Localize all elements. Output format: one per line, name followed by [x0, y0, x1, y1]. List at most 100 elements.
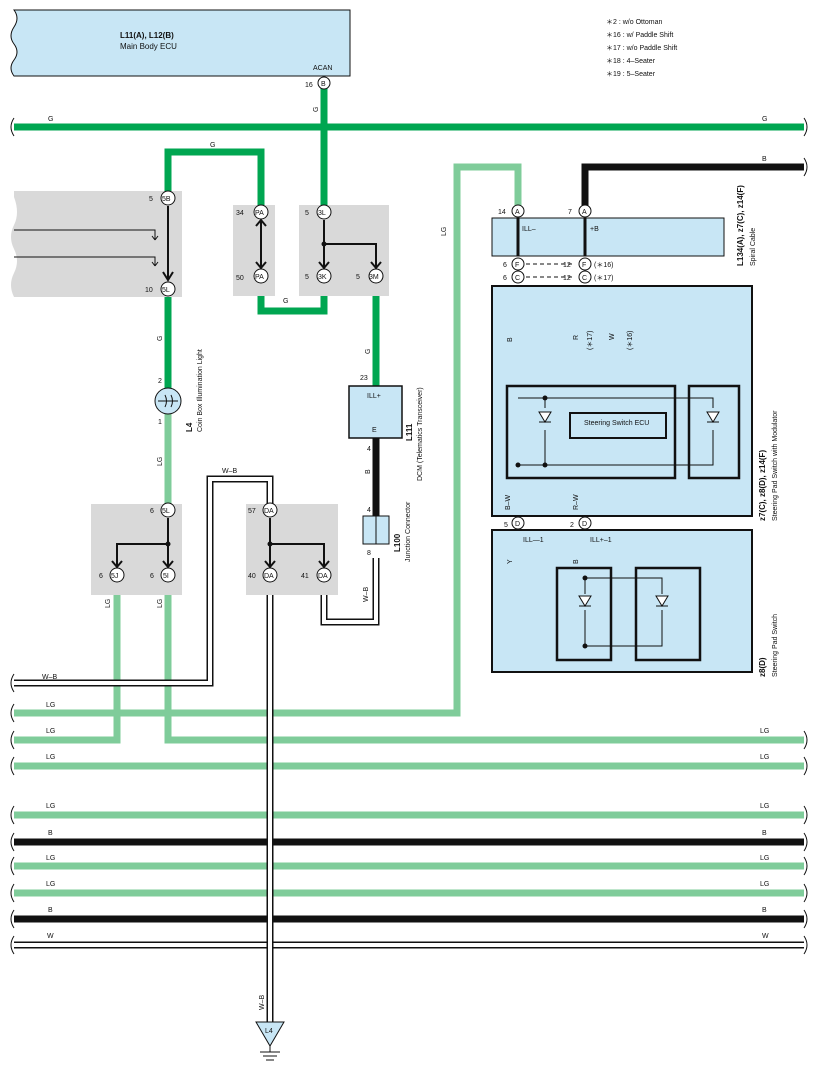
label-lg-spiral: LG: [441, 227, 448, 236]
label-wb-jc: W–B: [363, 587, 370, 603]
svg-text:LG: LG: [760, 855, 769, 862]
wire-lg-5j: [14, 582, 121, 744]
svg-text:5J: 5J: [111, 573, 118, 580]
steering-pad-switch: 5 D 2 D ILL—1 ILL+–1 Y B z8(D) Steering …: [491, 516, 779, 677]
svg-text:D: D: [582, 521, 587, 528]
label-g-ecu: G: [313, 107, 320, 112]
svg-text:6: 6: [503, 262, 507, 269]
svg-text:4: 4: [367, 446, 371, 453]
svg-text:W: W: [47, 933, 54, 940]
svg-text:3L: 3L: [318, 210, 326, 217]
note-0: ＊2 : w/o Ottoman: [606, 19, 663, 26]
label-y: Y: [507, 559, 514, 564]
svg-text:(＊16): (＊16): [594, 262, 613, 269]
svg-text:PA: PA: [255, 210, 264, 217]
steer-mod-name: Steering Pad Switch with Modulator: [772, 410, 779, 521]
note-4: ＊19 : 5–Seater: [606, 71, 656, 78]
label-g-top: G: [210, 142, 215, 149]
svg-text:5: 5: [149, 196, 153, 203]
svg-text:B: B: [48, 830, 53, 837]
svg-text:F: F: [582, 262, 586, 269]
lamp-name: Coin Box Illumination Light: [197, 349, 204, 432]
notes: ＊2 : w/o Ottoman ＊16 : w/ Paddle Shift ＊…: [606, 19, 677, 78]
svg-text:ILL–: ILL–: [522, 226, 536, 233]
svg-text:LG: LG: [46, 754, 55, 761]
label-w: W: [609, 333, 616, 340]
led-icon-2: [706, 411, 720, 423]
svg-text:LG: LG: [760, 754, 769, 761]
svg-text:6: 6: [150, 508, 154, 515]
wire-lg-spiral: [14, 163, 522, 717]
svg-text:6: 6: [150, 573, 154, 580]
svg-text:10: 10: [145, 287, 153, 294]
junction-block-5b: 5 5B 10 5L: [11, 190, 182, 297]
svg-text:D: D: [515, 521, 520, 528]
ecu-title: L11(A), L12(B): [120, 31, 174, 40]
conn-a2: [578, 204, 592, 218]
svg-text:+B: +B: [590, 226, 599, 233]
svg-text:3M: 3M: [369, 274, 379, 281]
svg-text:LG: LG: [760, 728, 769, 735]
conn-f1: [511, 257, 525, 271]
svg-text:5: 5: [305, 210, 309, 217]
label-b-mod: B: [507, 337, 514, 342]
conn-c1: [511, 270, 525, 284]
svg-text:L4: L4: [265, 1028, 273, 1035]
svg-text:DA: DA: [264, 573, 274, 580]
svg-text:57: 57: [248, 508, 256, 515]
label-g-left: G: [48, 116, 53, 123]
bus-break-marks: [10, 117, 808, 955]
label-g-pa: G: [283, 298, 288, 305]
svg-text:B: B: [321, 81, 326, 88]
spiral-id: L134(A), z7(C), z14(F): [736, 185, 745, 266]
svg-text:ILL—1: ILL—1: [523, 537, 544, 544]
led-icon-1: [538, 411, 552, 423]
svg-text:5B: 5B: [162, 196, 171, 203]
note-2: ＊17 : w/o Paddle Shift: [606, 45, 677, 52]
steer-pad-id: z8(D): [758, 657, 767, 677]
conn-5l: [160, 281, 176, 297]
svg-text:12: 12: [563, 262, 571, 269]
junction-block-5l: 6 5L 6 5J 6 5I: [91, 502, 182, 595]
ground-icon: [260, 1046, 280, 1061]
led-icon-3: [578, 595, 592, 607]
spiral-cable: 14 A 7 A ILL– +B 6 F 12 F (＊16) 6 C 12 C…: [491, 185, 757, 284]
conn-3l: [316, 204, 332, 220]
svg-text:3K: 3K: [318, 274, 327, 281]
ecu-pin-num: 16: [305, 82, 313, 89]
wire-g-top: [164, 148, 265, 211]
svg-text:ILL+–1: ILL+–1: [590, 537, 612, 544]
svg-text:34: 34: [236, 210, 244, 217]
svg-text:5: 5: [504, 522, 508, 529]
led-icon-4: [655, 595, 669, 607]
svg-text:LG: LG: [46, 702, 55, 709]
svg-text:LG: LG: [760, 803, 769, 810]
label-g-right: G: [762, 116, 767, 123]
svg-text:W: W: [762, 933, 769, 940]
svg-text:5: 5: [305, 274, 309, 281]
svg-text:LG: LG: [46, 803, 55, 810]
svg-text:4: 4: [367, 507, 371, 514]
jc-name: Junction Connector: [405, 501, 412, 562]
label-lg-lamp: LG: [157, 457, 164, 466]
svg-text:E: E: [372, 427, 377, 434]
svg-text:7: 7: [568, 209, 572, 216]
svg-text:1: 1: [158, 419, 162, 426]
svg-text:5I: 5I: [163, 573, 169, 580]
svg-text:23: 23: [360, 375, 368, 382]
junction-block-3: 5 3L 5 3K 5 3M: [299, 204, 389, 296]
label-b-right: B: [762, 156, 767, 163]
svg-text:(＊17): (＊17): [594, 275, 613, 282]
label-lg-5j: LG: [105, 599, 112, 608]
conn-a1: [511, 204, 525, 218]
label-r: R: [573, 335, 580, 340]
svg-text:2: 2: [570, 522, 574, 529]
svg-text:ILL+: ILL+: [367, 393, 381, 400]
conn-5l-2: [160, 502, 176, 518]
svg-text:41: 41: [301, 573, 309, 580]
label-bw: B–W: [505, 494, 512, 510]
svg-text:5L: 5L: [162, 508, 170, 515]
label-rw: R–W: [573, 494, 580, 510]
lamp-id: L4: [185, 422, 194, 432]
